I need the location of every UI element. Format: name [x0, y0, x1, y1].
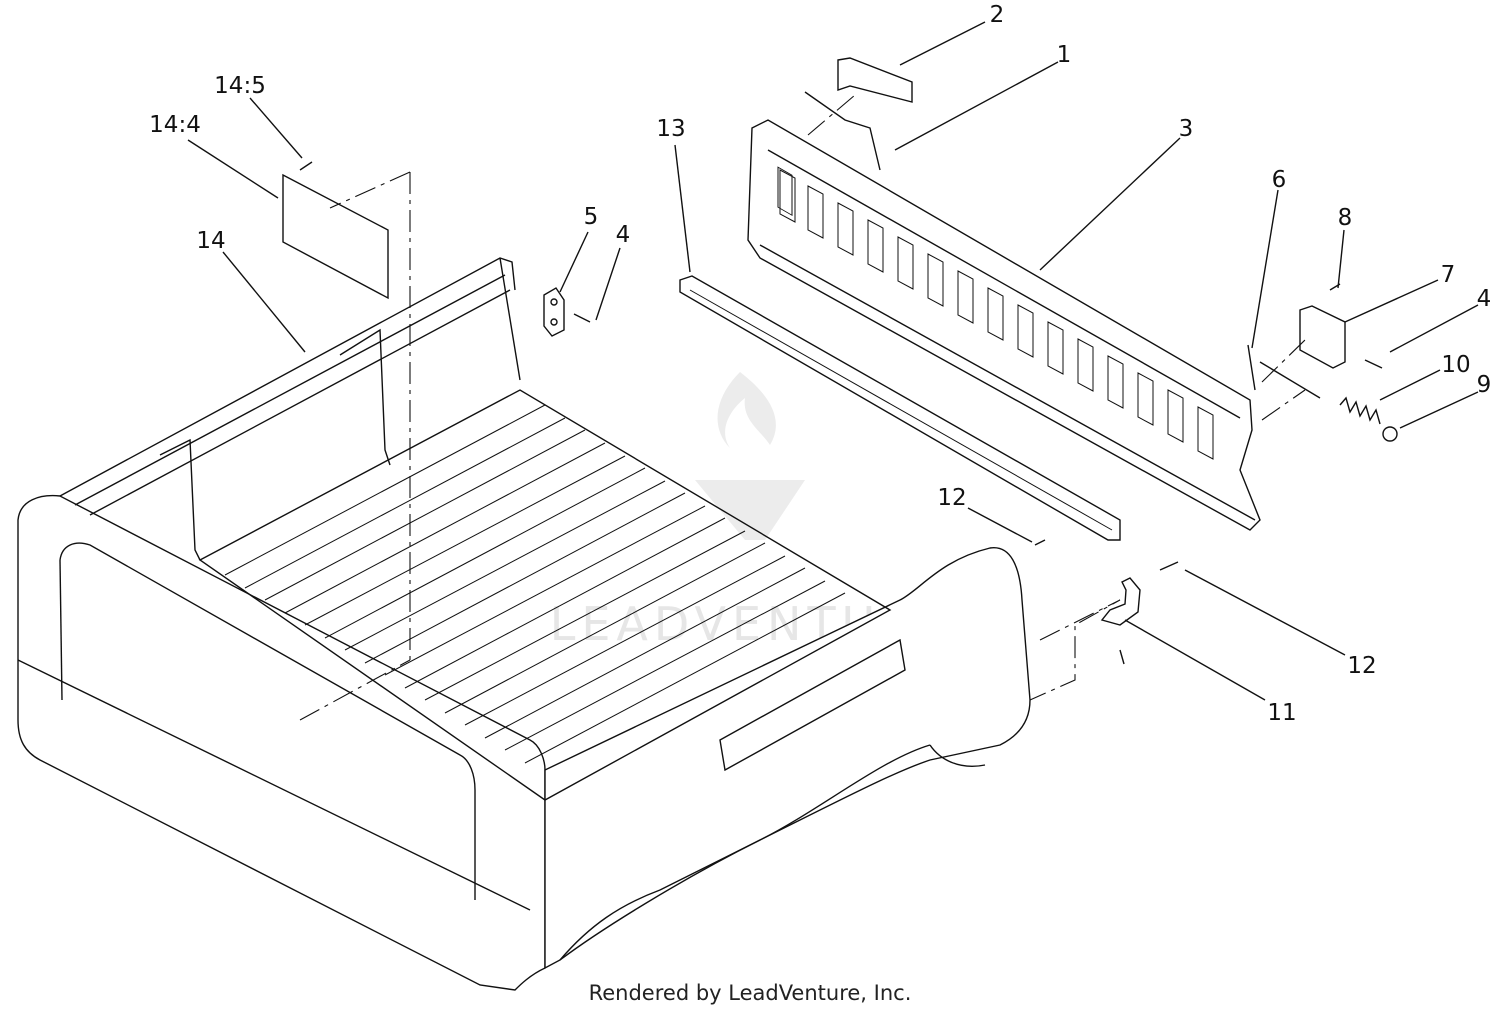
- bolt-12-bottom: [1119, 649, 1125, 665]
- callout-labels: 1 2 3 6 8 7 4 10 9 12 11 12 13 14 14:4 1…: [149, 2, 1491, 726]
- bolt-12-upper: [1159, 561, 1179, 571]
- decal-plate-14-4: [282, 173, 389, 300]
- tailgate-slots: [777, 166, 793, 217]
- tailgate-openings: [779, 169, 1214, 460]
- leader-lines: [187, 21, 1479, 701]
- washer-9: [1382, 426, 1398, 442]
- bolt-12-lower: [1034, 539, 1046, 546]
- callout-11: 11: [1267, 700, 1296, 726]
- spring-10: [1339, 396, 1381, 425]
- callout-4-right: 4: [1477, 286, 1492, 312]
- bracket-2: [837, 57, 913, 103]
- callout-12-right: 12: [1347, 653, 1376, 679]
- callout-3: 3: [1179, 116, 1194, 142]
- bracket-7: [1299, 305, 1346, 369]
- bracket-11: [1100, 577, 1141, 626]
- latch-rod-1: [804, 91, 881, 171]
- channel-13: [679, 275, 1121, 541]
- callout-8: 8: [1338, 205, 1353, 231]
- callout-14: 14: [196, 228, 225, 254]
- callout-7: 7: [1441, 262, 1456, 288]
- callout-14-4: 14:4: [149, 112, 201, 138]
- render-credit: Rendered by LeadVenture, Inc.: [589, 981, 912, 1005]
- callout-2: 2: [990, 2, 1005, 28]
- assembly-lines: [299, 94, 1306, 721]
- floor-ribs: [224, 404, 846, 764]
- cargo-bed: [17, 257, 1031, 991]
- hinge-bracket-5: [543, 287, 565, 337]
- tailgate: [747, 119, 1261, 531]
- callout-9: 9: [1477, 372, 1492, 398]
- callout-13: 13: [656, 116, 685, 142]
- screw-4-left: [573, 313, 591, 323]
- callout-4-left: 4: [616, 222, 631, 248]
- callout-14-5: 14:5: [214, 73, 266, 99]
- callout-12-left: 12: [937, 485, 966, 511]
- callout-5: 5: [584, 204, 599, 230]
- callout-1: 1: [1057, 42, 1072, 68]
- rivet-14-5: [299, 161, 313, 171]
- callout-6: 6: [1272, 167, 1287, 193]
- screw-4-right: [1364, 359, 1383, 369]
- pin-6: [1247, 344, 1256, 391]
- callout-10: 10: [1441, 352, 1470, 378]
